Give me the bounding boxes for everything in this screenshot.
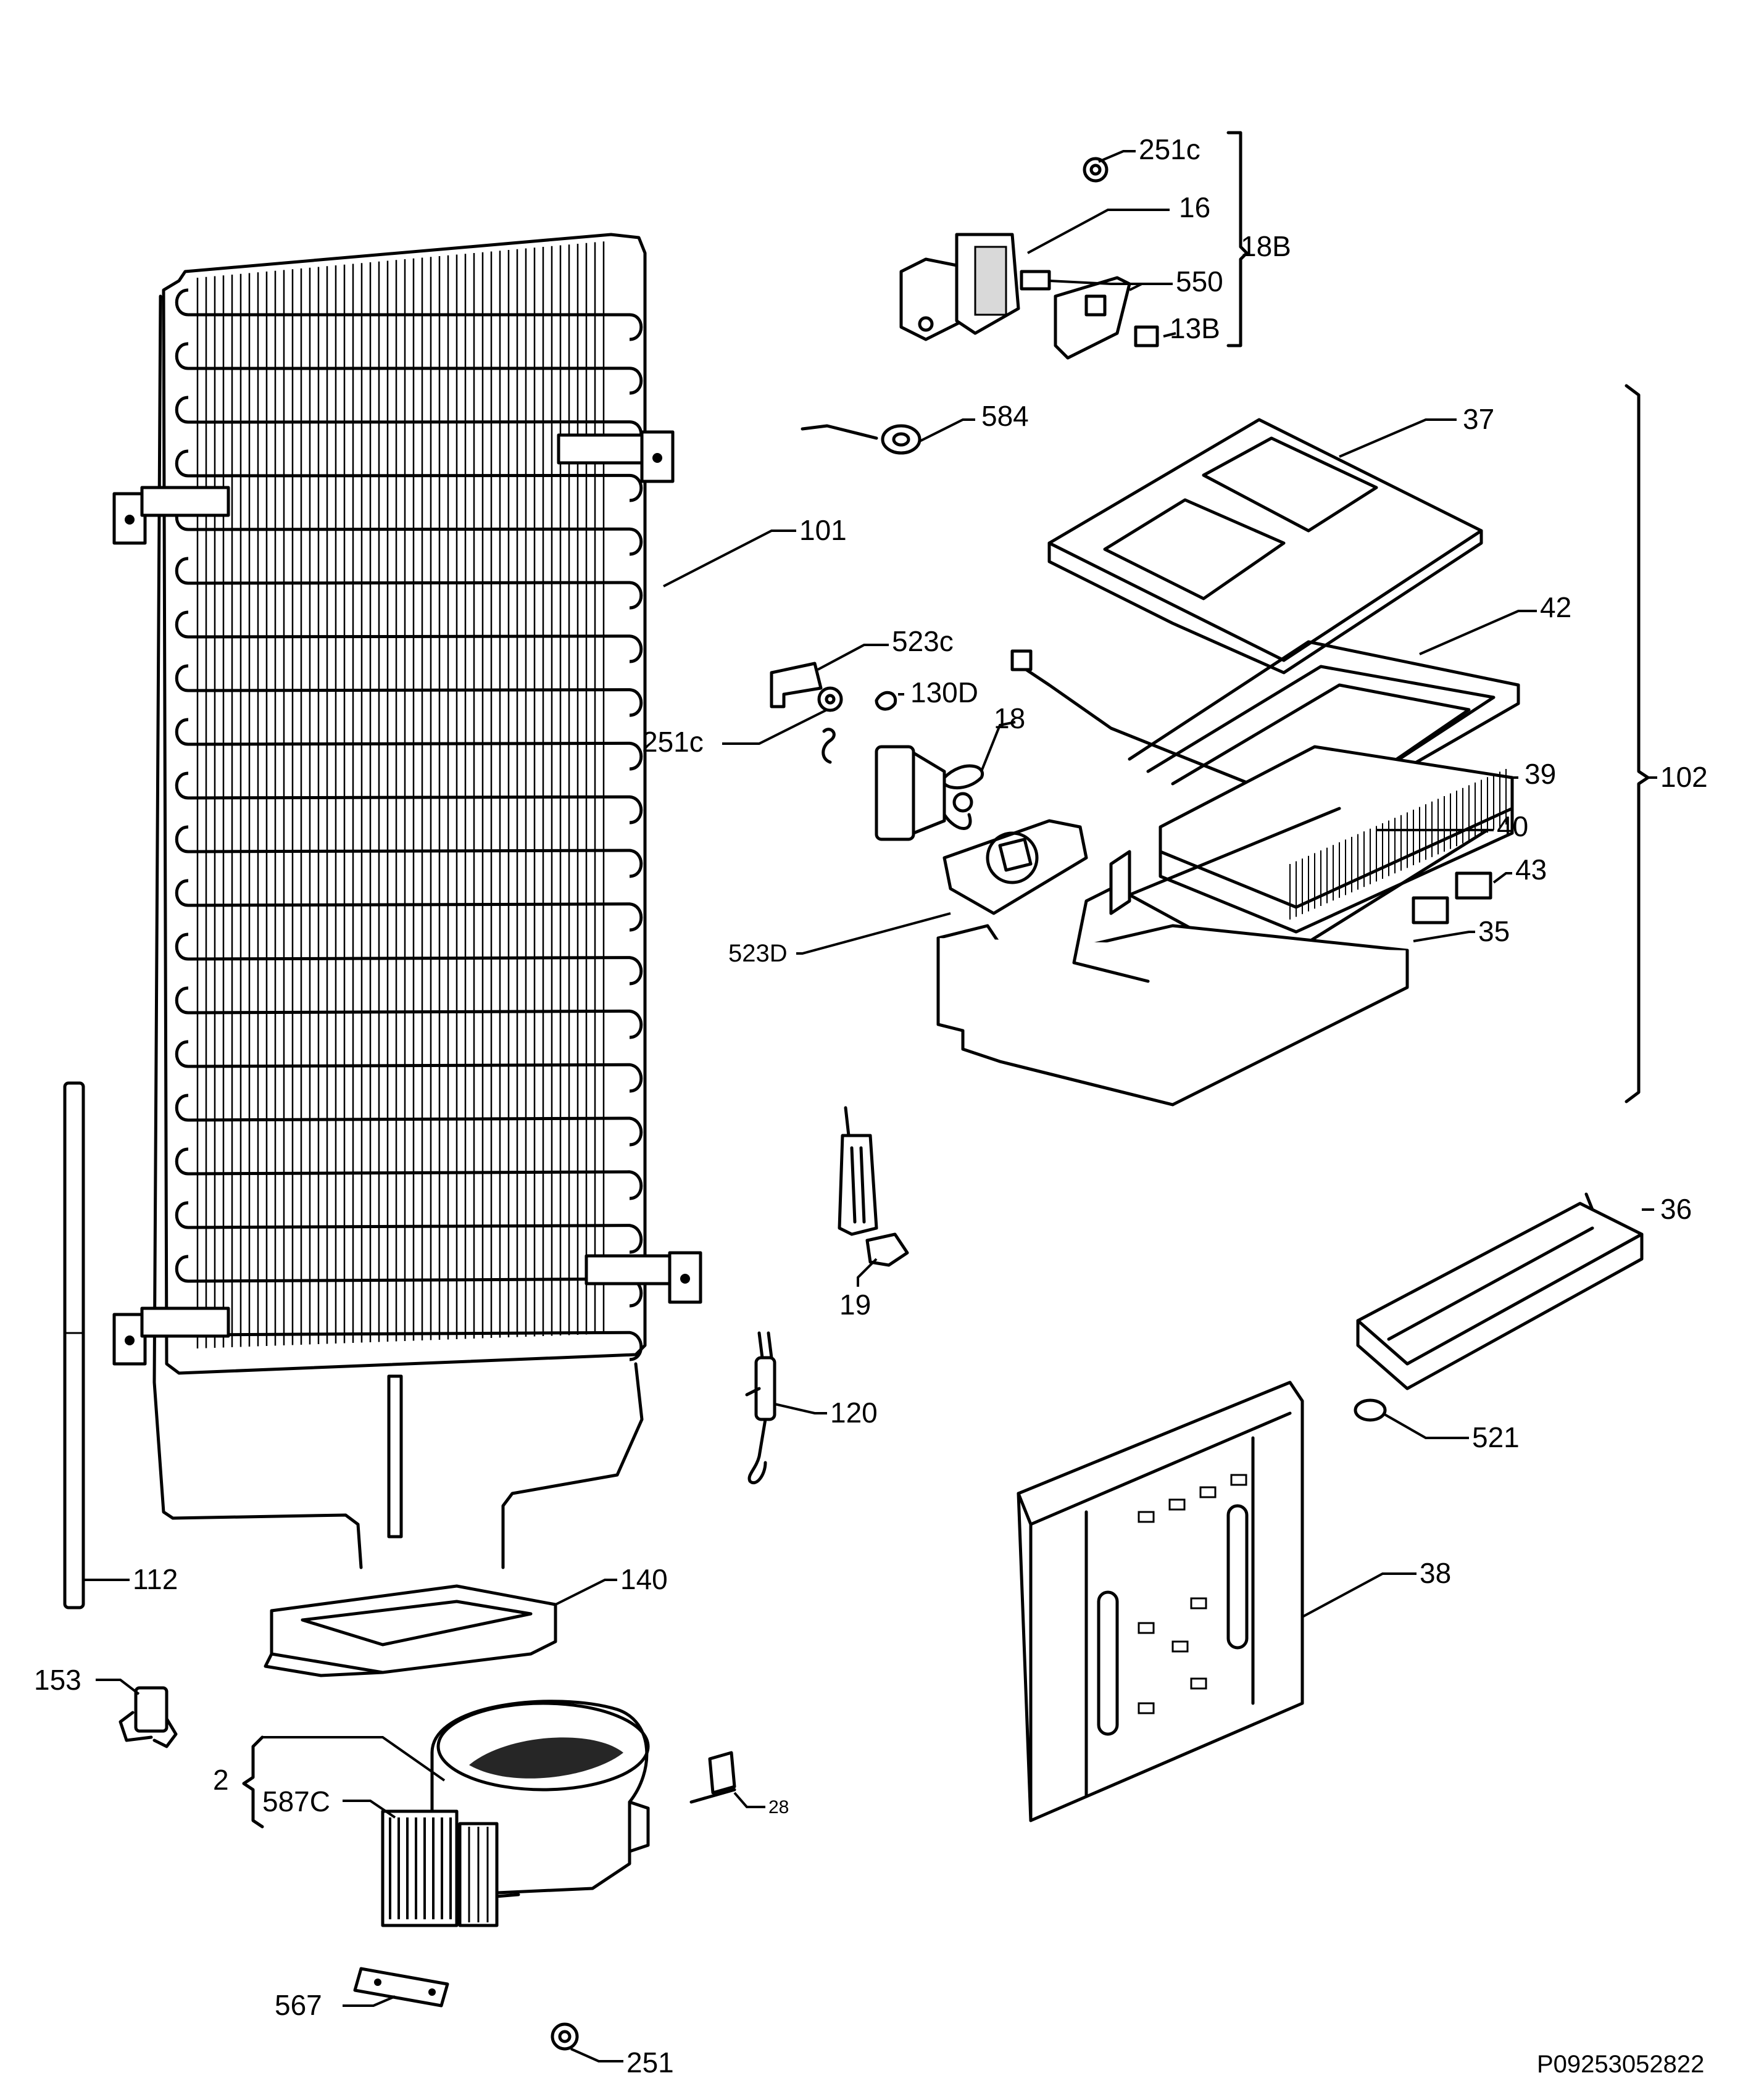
label-140: 140 [620, 1563, 668, 1595]
condenser-bracket-lower-left [112, 1306, 230, 1366]
o-ring-521 [1354, 1398, 1387, 1422]
connector-16 [1020, 270, 1051, 291]
condenser-bracket-lower-right [585, 1251, 702, 1304]
fan-motor [875, 745, 984, 841]
fan-cover-550 [1054, 276, 1131, 360]
heater-cable-19 [838, 1106, 909, 1267]
label-102: 102 [1660, 761, 1708, 793]
service-valve [119, 1686, 178, 1748]
label-2: 2 [213, 1764, 229, 1796]
sensor-584 [801, 424, 922, 455]
label-523c: 523c [892, 625, 954, 657]
drain-tube [63, 1081, 85, 1609]
clip [689, 1751, 736, 1804]
condenser-bracket-upper-left [112, 486, 230, 545]
brace-18B [1226, 131, 1249, 347]
evaporator [1159, 745, 1514, 934]
label-39: 39 [1525, 758, 1556, 790]
label-40: 40 [1497, 810, 1528, 842]
label-36: 36 [1660, 1193, 1692, 1225]
label-16: 16 [1179, 191, 1210, 223]
label-13B: 13B [1170, 312, 1220, 344]
label-587C: 587C [262, 1785, 330, 1817]
label-550: 550 [1176, 265, 1223, 297]
leader-lines [83, 150, 1657, 2062]
clip-130D [822, 691, 897, 764]
label-523D: 523D [728, 940, 788, 967]
label-251c-top: 251c [1139, 133, 1200, 165]
label-101: 101 [799, 514, 847, 546]
grommet-251c-top [1083, 157, 1109, 183]
reference-code: P09253052822 [1537, 2051, 1704, 2078]
label-18B: 18B [1241, 230, 1291, 262]
condenser-serpentine [175, 288, 643, 1361]
bracket-523c [770, 662, 823, 708]
nut [551, 2022, 579, 2051]
label-251c-mid: 251c [642, 726, 704, 758]
brace-2 [242, 1735, 264, 1829]
condenser-bracket-upper-right [557, 430, 675, 483]
label-567: 567 [275, 1989, 322, 2021]
label-18: 18 [994, 702, 1025, 734]
label-35: 35 [1478, 915, 1510, 947]
label-42: 42 [1540, 591, 1571, 623]
condenser-right-tube [501, 1362, 644, 1569]
label-251: 251 [626, 2046, 674, 2079]
evaporator-cover [1047, 418, 1483, 675]
back-panel-38 [1017, 1381, 1304, 1822]
brace-102 [1625, 384, 1650, 1103]
part-labels: 251c 16 18B 550 13B 584 37 101 42 523c 1… [34, 133, 1708, 2079]
label-19: 19 [839, 1289, 871, 1321]
air-duct-36 [1356, 1192, 1644, 1390]
starter-relay [381, 1809, 499, 1927]
relay-fins [389, 1817, 452, 1919]
panel-slots [1138, 1474, 1247, 1714]
label-130D: 130D [910, 676, 978, 708]
grommet-251c-mid [817, 686, 843, 712]
label-38: 38 [1420, 1557, 1451, 1589]
thermostat-120 [745, 1331, 776, 1484]
condenser-coil [112, 233, 702, 1569]
label-37: 37 [1463, 403, 1494, 435]
label-153: 153 [34, 1664, 81, 1696]
label-521: 521 [1472, 1421, 1520, 1453]
evaporator-tray [936, 850, 1409, 1107]
fan-housing-top [899, 233, 1020, 341]
blocks-43 [1412, 871, 1492, 924]
condenser-frame [162, 233, 647, 1375]
condenser-left-tube [152, 294, 363, 1569]
label-112: 112 [133, 1563, 178, 1595]
condenser-wires [196, 241, 605, 1348]
button-13B [1134, 325, 1159, 347]
drain-pan [264, 1584, 557, 1677]
mounting-plate [353, 1967, 449, 2008]
label-120: 120 [830, 1397, 878, 1429]
label-43: 43 [1515, 853, 1547, 886]
label-28: 28 [768, 1797, 789, 1817]
motor-plate [942, 819, 1088, 915]
label-584: 584 [981, 400, 1029, 432]
